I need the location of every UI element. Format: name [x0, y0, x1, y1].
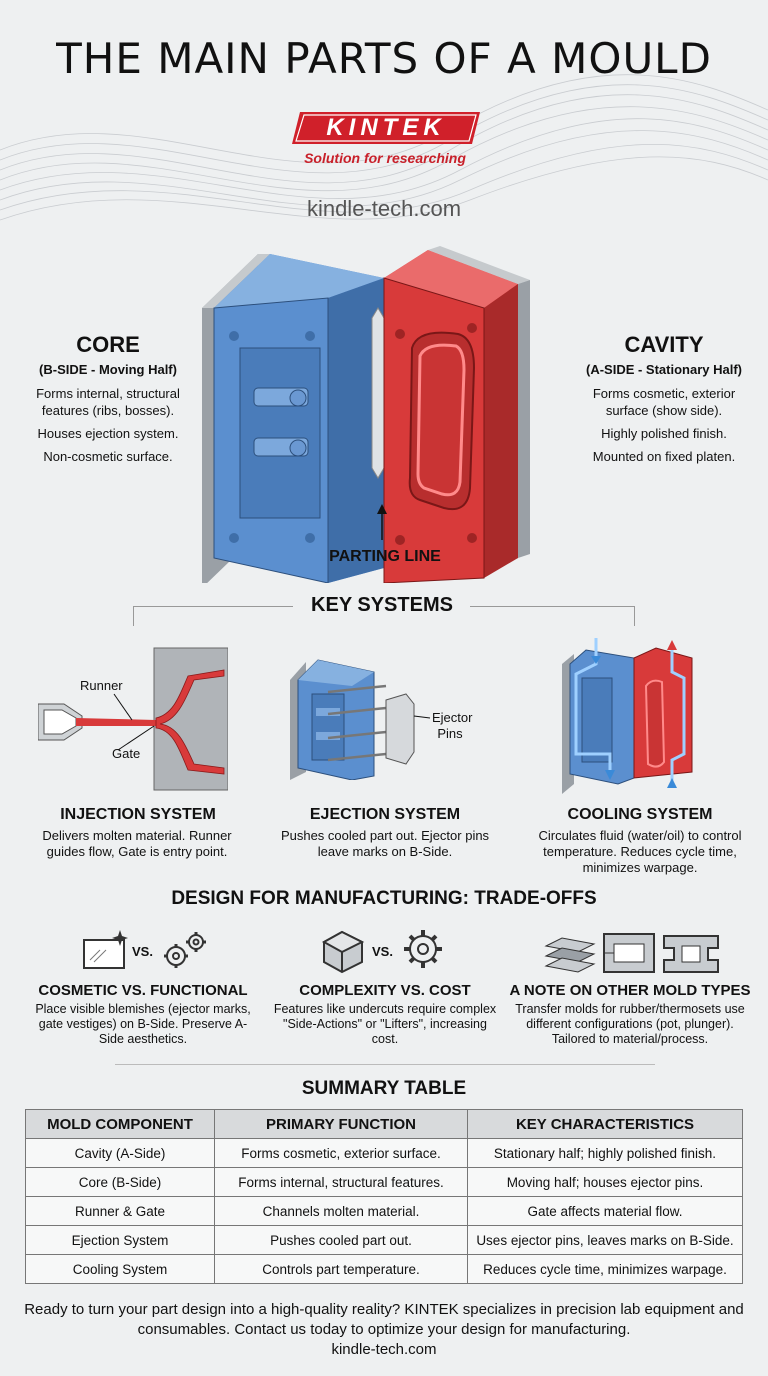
divider — [133, 606, 134, 626]
ejection-system-title: EJECTION SYSTEM — [309, 806, 461, 823]
table-cell: Stationary half; highly polished finish. — [467, 1138, 743, 1168]
transfer-mold-icon — [663, 935, 719, 973]
table-cell: Forms cosmetic, exterior surface. — [214, 1138, 468, 1168]
logo-text: KINTEK — [326, 114, 446, 141]
table-cell: Cavity (A-Side) — [25, 1138, 215, 1168]
ejection-system-desc: Pushes cooled part out. Ejector pins lea… — [280, 828, 490, 859]
cavity-point: Highly polished finish. — [601, 426, 727, 441]
footer-text: Ready to turn your part design into a hi… — [24, 1301, 744, 1338]
dfm-title: DESIGN FOR MANUFACTURING: TRADE-OFFS — [171, 888, 597, 909]
tagline: Solution for researching — [304, 150, 466, 166]
core-desc: Forms internal, structural features (rib… — [20, 385, 196, 465]
core-point: Houses ejection system. — [37, 426, 179, 441]
table-cell: Pushes cooled part out. — [214, 1225, 468, 1255]
table-cell: Ejection System — [25, 1225, 215, 1255]
cavity-desc: Forms cosmetic, exterior surface (show s… — [574, 385, 754, 465]
core-point: Forms internal, structural features (rib… — [36, 386, 180, 418]
gears-icon — [164, 932, 206, 968]
runner-label: Runner — [80, 678, 123, 693]
table-cell: Runner & Gate — [25, 1196, 215, 1226]
stacked-plates-icon — [544, 937, 596, 973]
parting-line-label: PARTING LINE — [329, 548, 441, 565]
kintek-logo — [292, 112, 480, 144]
cooling-system-illustration — [562, 638, 693, 794]
table-row: Cavity (A-Side) Forms cosmetic, exterior… — [25, 1138, 743, 1168]
core-subtitle: (B-SIDE - Moving Half) — [39, 362, 177, 377]
vs-label: VS. — [372, 944, 393, 959]
divider — [634, 606, 635, 626]
cavity-point: Forms cosmetic, exterior surface (show s… — [592, 386, 736, 418]
mold-types-icons — [544, 933, 719, 973]
table-cell: Controls part temperature. — [214, 1254, 468, 1284]
cooling-system-title: COOLING SYSTEM — [567, 806, 713, 823]
ejector-pins-label: Ejector Pins — [432, 710, 473, 741]
summary-title: SUMMARY TABLE — [301, 1078, 467, 1099]
vs-label: VS. — [132, 944, 153, 959]
table-row: Core (B-Side) Forms internal, structural… — [25, 1167, 743, 1197]
table-cell: Forms internal, structural features. — [214, 1167, 468, 1197]
cavity-title: CAVITY — [624, 332, 704, 357]
decorative-waves — [0, 74, 768, 221]
core-point: Non-cosmetic surface. — [43, 449, 173, 464]
table-cell: Channels molten material. — [214, 1196, 468, 1226]
table-cell: Core (B-Side) — [25, 1167, 215, 1197]
footer: Ready to turn your part design into a hi… — [20, 1300, 748, 1360]
footer-link[interactable]: kindle-tech.com — [331, 1341, 437, 1358]
dfm-item-desc: Transfer molds for rubber/thermosets use… — [515, 1002, 745, 1046]
mold-section-icon — [603, 933, 655, 973]
table-cell: Gate affects material flow. — [467, 1196, 743, 1226]
summary-table: MOLD COMPONENT PRIMARY FUNCTION KEY CHAR… — [25, 1109, 743, 1284]
divider — [115, 1064, 655, 1065]
divider — [470, 606, 635, 607]
cavity-subtitle: (A-SIDE - Stationary Half) — [585, 362, 742, 377]
site-url: kindle-tech.com — [306, 196, 462, 221]
cavity-label-block: CAVITY (A-SIDE - Stationary Half) Forms … — [574, 332, 754, 471]
table-cell: Cooling System — [25, 1254, 215, 1284]
page-title: THE MAIN PARTS OF A MOULD — [56, 34, 712, 83]
table-cell: Reduces cycle time, minimizes warpage. — [467, 1254, 743, 1284]
column-header: PRIMARY FUNCTION — [214, 1109, 468, 1139]
table-row: Ejection System Pushes cooled part out. … — [25, 1225, 743, 1255]
injection-system-desc: Delivers molten material. Runner guides … — [42, 828, 232, 859]
injection-system-illustration — [38, 647, 228, 791]
core-title: CORE — [76, 332, 140, 357]
dfm-item-desc: Features like undercuts require complex … — [273, 1002, 497, 1046]
dfm-item-desc: Place visible blemishes (ejector marks, … — [35, 1002, 251, 1046]
gear-icon — [404, 930, 442, 968]
gate-label: Gate — [112, 746, 141, 761]
injection-system-title: INJECTION SYSTEM — [60, 806, 216, 823]
cooling-system-desc: Circulates fluid (water/oil) to control … — [538, 828, 742, 875]
cavity-point: Mounted on fixed platen. — [592, 449, 736, 464]
core-label-block: CORE (B-SIDE - Moving Half) Forms intern… — [20, 332, 196, 471]
cube-icon — [321, 930, 365, 974]
key-systems-title: KEY SYSTEMS — [311, 594, 453, 616]
dfm-item-title: COSMETIC VS. FUNCTIONAL — [38, 982, 248, 999]
mould-illustration — [202, 246, 530, 583]
table-cell: Uses ejector pins, leaves marks on B-Sid… — [467, 1225, 743, 1255]
table-row: Cooling System Controls part temperature… — [25, 1254, 743, 1284]
cosmetic-surface-icon — [83, 930, 128, 969]
dfm-item-title: COMPLEXITY VS. COST — [299, 982, 471, 999]
table-header-row: MOLD COMPONENT PRIMARY FUNCTION KEY CHAR… — [25, 1109, 743, 1139]
dfm-item-title: A NOTE ON OTHER MOLD TYPES — [509, 982, 751, 999]
column-header: MOLD COMPONENT — [25, 1109, 215, 1139]
column-header: KEY CHARACTERISTICS — [467, 1109, 743, 1139]
table-cell: Moving half; houses ejector pins. — [467, 1167, 743, 1197]
table-row: Runner & Gate Channels molten material. … — [25, 1196, 743, 1226]
divider — [133, 606, 293, 607]
ejection-system-illustration — [290, 659, 431, 780]
